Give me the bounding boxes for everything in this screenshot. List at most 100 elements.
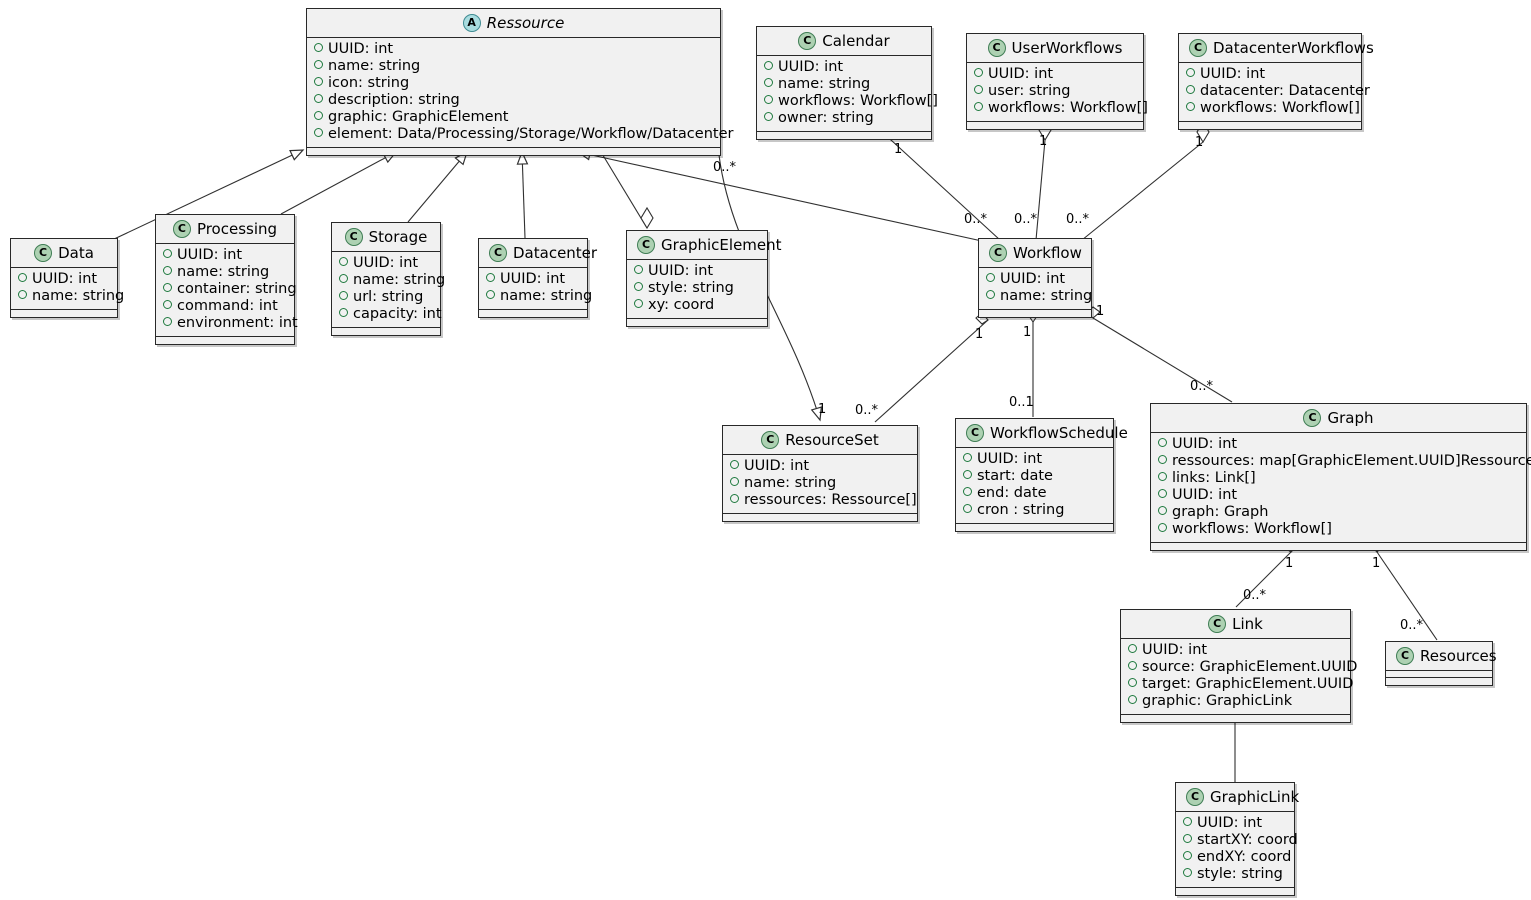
multiplicity-label: 0..* bbox=[1066, 212, 1090, 227]
class-attribute: UUID: int bbox=[18, 271, 111, 288]
attribute-text: target: GraphicElement.UUID bbox=[1142, 675, 1354, 692]
visibility-public-icon bbox=[1186, 101, 1195, 111]
edge-ressource-graphicelement bbox=[600, 151, 648, 229]
attribute-text: UUID: int bbox=[648, 262, 714, 279]
class-attribute: UUID: int bbox=[314, 41, 714, 58]
class-attribute: cron : string bbox=[963, 502, 1107, 519]
multiplicity-label: 0..* bbox=[1243, 588, 1267, 603]
visibility-public-icon bbox=[314, 42, 323, 52]
attribute-text: command: int bbox=[177, 297, 278, 314]
class-attribute: datacenter: Datacenter bbox=[1186, 83, 1370, 100]
class-methods-ressource bbox=[307, 147, 720, 155]
attribute-text: style: string bbox=[648, 279, 734, 296]
edge-storage-ressource bbox=[407, 150, 469, 223]
class-attribute: description: string bbox=[314, 92, 714, 109]
attribute-text: graphic: GraphicLink bbox=[1142, 692, 1293, 709]
class-methods-calendar bbox=[757, 131, 931, 139]
visibility-public-icon bbox=[1128, 660, 1137, 670]
class-icon: C bbox=[1208, 614, 1227, 633]
visibility-public-icon bbox=[339, 256, 348, 266]
attribute-text: name: string bbox=[500, 287, 593, 304]
visibility-public-icon bbox=[339, 290, 348, 300]
visibility-public-icon bbox=[1183, 867, 1192, 877]
attribute-text: UUID: int bbox=[353, 254, 419, 271]
visibility-public-icon bbox=[1158, 471, 1167, 481]
visibility-public-icon bbox=[163, 316, 172, 326]
multiplicity-label: 1 bbox=[1023, 325, 1032, 340]
attribute-text: graphic: GraphicElement bbox=[328, 108, 509, 125]
attribute-text: UUID: int bbox=[32, 270, 98, 287]
visibility-public-icon bbox=[764, 60, 773, 70]
multiplicity-label: 0..* bbox=[1190, 379, 1214, 394]
class-name-graphiclink: GraphicLink bbox=[1210, 787, 1300, 806]
attribute-text: UUID: int bbox=[778, 58, 844, 75]
class-attribute: workflows: Workflow[] bbox=[764, 93, 938, 110]
visibility-public-icon bbox=[314, 110, 323, 120]
attribute-text: environment: int bbox=[177, 314, 298, 331]
class-attribute: target: GraphicElement.UUID bbox=[1128, 676, 1353, 693]
abstract-class-icon: A bbox=[462, 13, 481, 32]
multiplicity-label: 1 bbox=[818, 402, 827, 417]
class-attribute: UUID: int bbox=[1128, 642, 1344, 659]
class-attribute: workflows: Workflow[] bbox=[1158, 521, 1520, 538]
visibility-public-icon bbox=[1128, 694, 1137, 704]
class-attribute: element: Data/Processing/Storage/Workflo… bbox=[314, 126, 733, 143]
visibility-public-icon bbox=[486, 272, 495, 282]
class-icon: C bbox=[172, 219, 191, 238]
visibility-public-icon bbox=[314, 76, 323, 86]
class-name-datacenterworkflows: DatacenterWorkflows bbox=[1213, 38, 1374, 57]
attribute-text: UUID: int bbox=[988, 65, 1054, 82]
multiplicity-label: 0..* bbox=[713, 160, 737, 175]
edge-datacenter-ressource bbox=[516, 150, 529, 239]
class-icon: C bbox=[798, 31, 817, 50]
class-attribute: end: date bbox=[963, 485, 1107, 502]
class-attribute: source: GraphicElement.UUID bbox=[1128, 659, 1357, 676]
class-attribute: container: string bbox=[163, 281, 297, 298]
multiplicity-label: 0..* bbox=[1014, 212, 1038, 227]
visibility-public-icon bbox=[339, 307, 348, 317]
visibility-public-icon bbox=[1183, 816, 1192, 826]
class-attribute: UUID: int bbox=[974, 66, 1137, 83]
visibility-public-icon bbox=[764, 111, 773, 121]
class-attribute: links: Link[] bbox=[1158, 470, 1520, 487]
visibility-public-icon bbox=[1128, 643, 1137, 653]
class-attribute: graphic: GraphicLink bbox=[1128, 693, 1344, 710]
visibility-public-icon bbox=[1183, 850, 1192, 860]
class-name-calendar: Calendar bbox=[822, 31, 890, 50]
class-attribute: graph: Graph bbox=[1158, 504, 1520, 521]
attribute-text: url: string bbox=[353, 288, 424, 305]
visibility-public-icon bbox=[963, 486, 972, 496]
class-attribute: graphic: GraphicElement bbox=[314, 109, 714, 126]
class-attribute: style: string bbox=[1183, 866, 1288, 883]
class-attribute: name: string bbox=[314, 58, 714, 75]
visibility-public-icon bbox=[1183, 833, 1192, 843]
attribute-text: start: date bbox=[977, 467, 1053, 484]
class-icon: C bbox=[34, 243, 53, 262]
class-icon: C bbox=[966, 423, 984, 442]
multiplicity-label: 1 bbox=[894, 142, 903, 157]
